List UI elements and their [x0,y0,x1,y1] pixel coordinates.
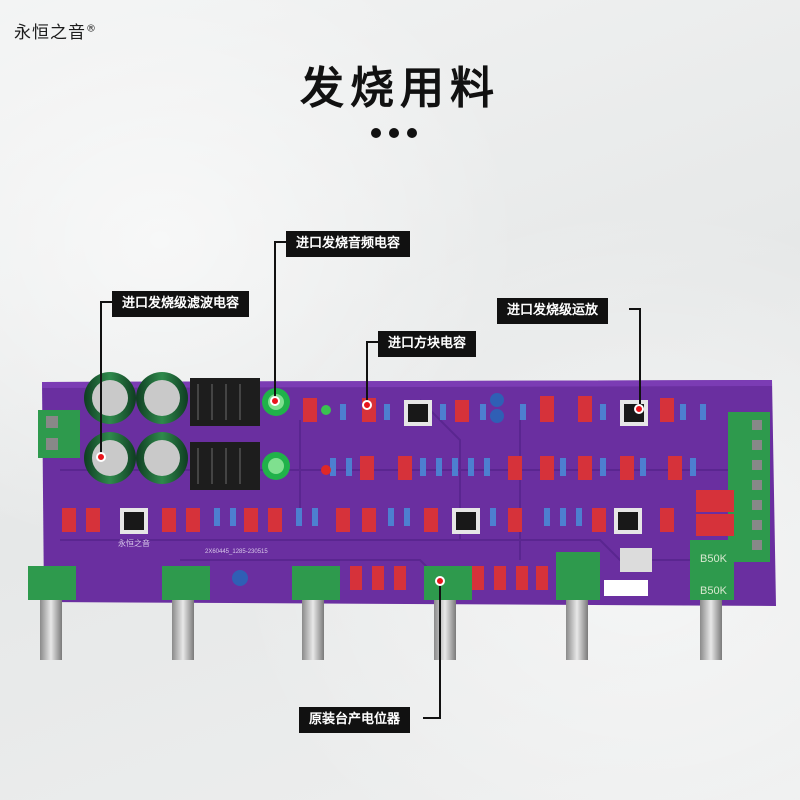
marker-audio-cap [270,396,280,406]
board-model: 2X60445_1285-230515 [205,549,268,555]
terminal-left [38,410,80,458]
small-capacitors [232,393,504,586]
marker-filter-cap [96,452,106,462]
callout-box-cap: 进口方块电容 [378,331,477,357]
brand-name: 永恒之音 [14,23,86,43]
opamp-chips [120,400,648,534]
brand-logo: 永恒之音® [14,18,97,43]
headline: 发烧用料 [300,63,500,114]
registered-mark: ® [86,23,97,35]
pot-label-2: B50K [700,585,728,597]
led-green [321,405,331,415]
marker-opamp [634,404,644,414]
marker-box-cap [362,400,372,410]
callout-opamp: 进口发烧级运放 [497,298,609,324]
callout-pot: 原装台产电位器 [299,707,411,733]
callout-filter-cap: 进口发烧级滤波电容 [112,291,250,317]
relay [620,548,652,572]
pcb-board [42,380,776,606]
pin-header [604,580,648,596]
box-capacitors [62,396,734,590]
filter-capacitors [84,372,188,484]
resistors [214,404,706,526]
pot-label-1: B50K [700,553,728,565]
led-red [321,465,331,475]
marker-pot [435,576,445,586]
callout-audio-cap: 进口发烧音频电容 [286,231,411,257]
board-brand: 永恒之音 [118,538,150,548]
dots-divider [371,128,417,138]
terminal-right [728,412,770,562]
